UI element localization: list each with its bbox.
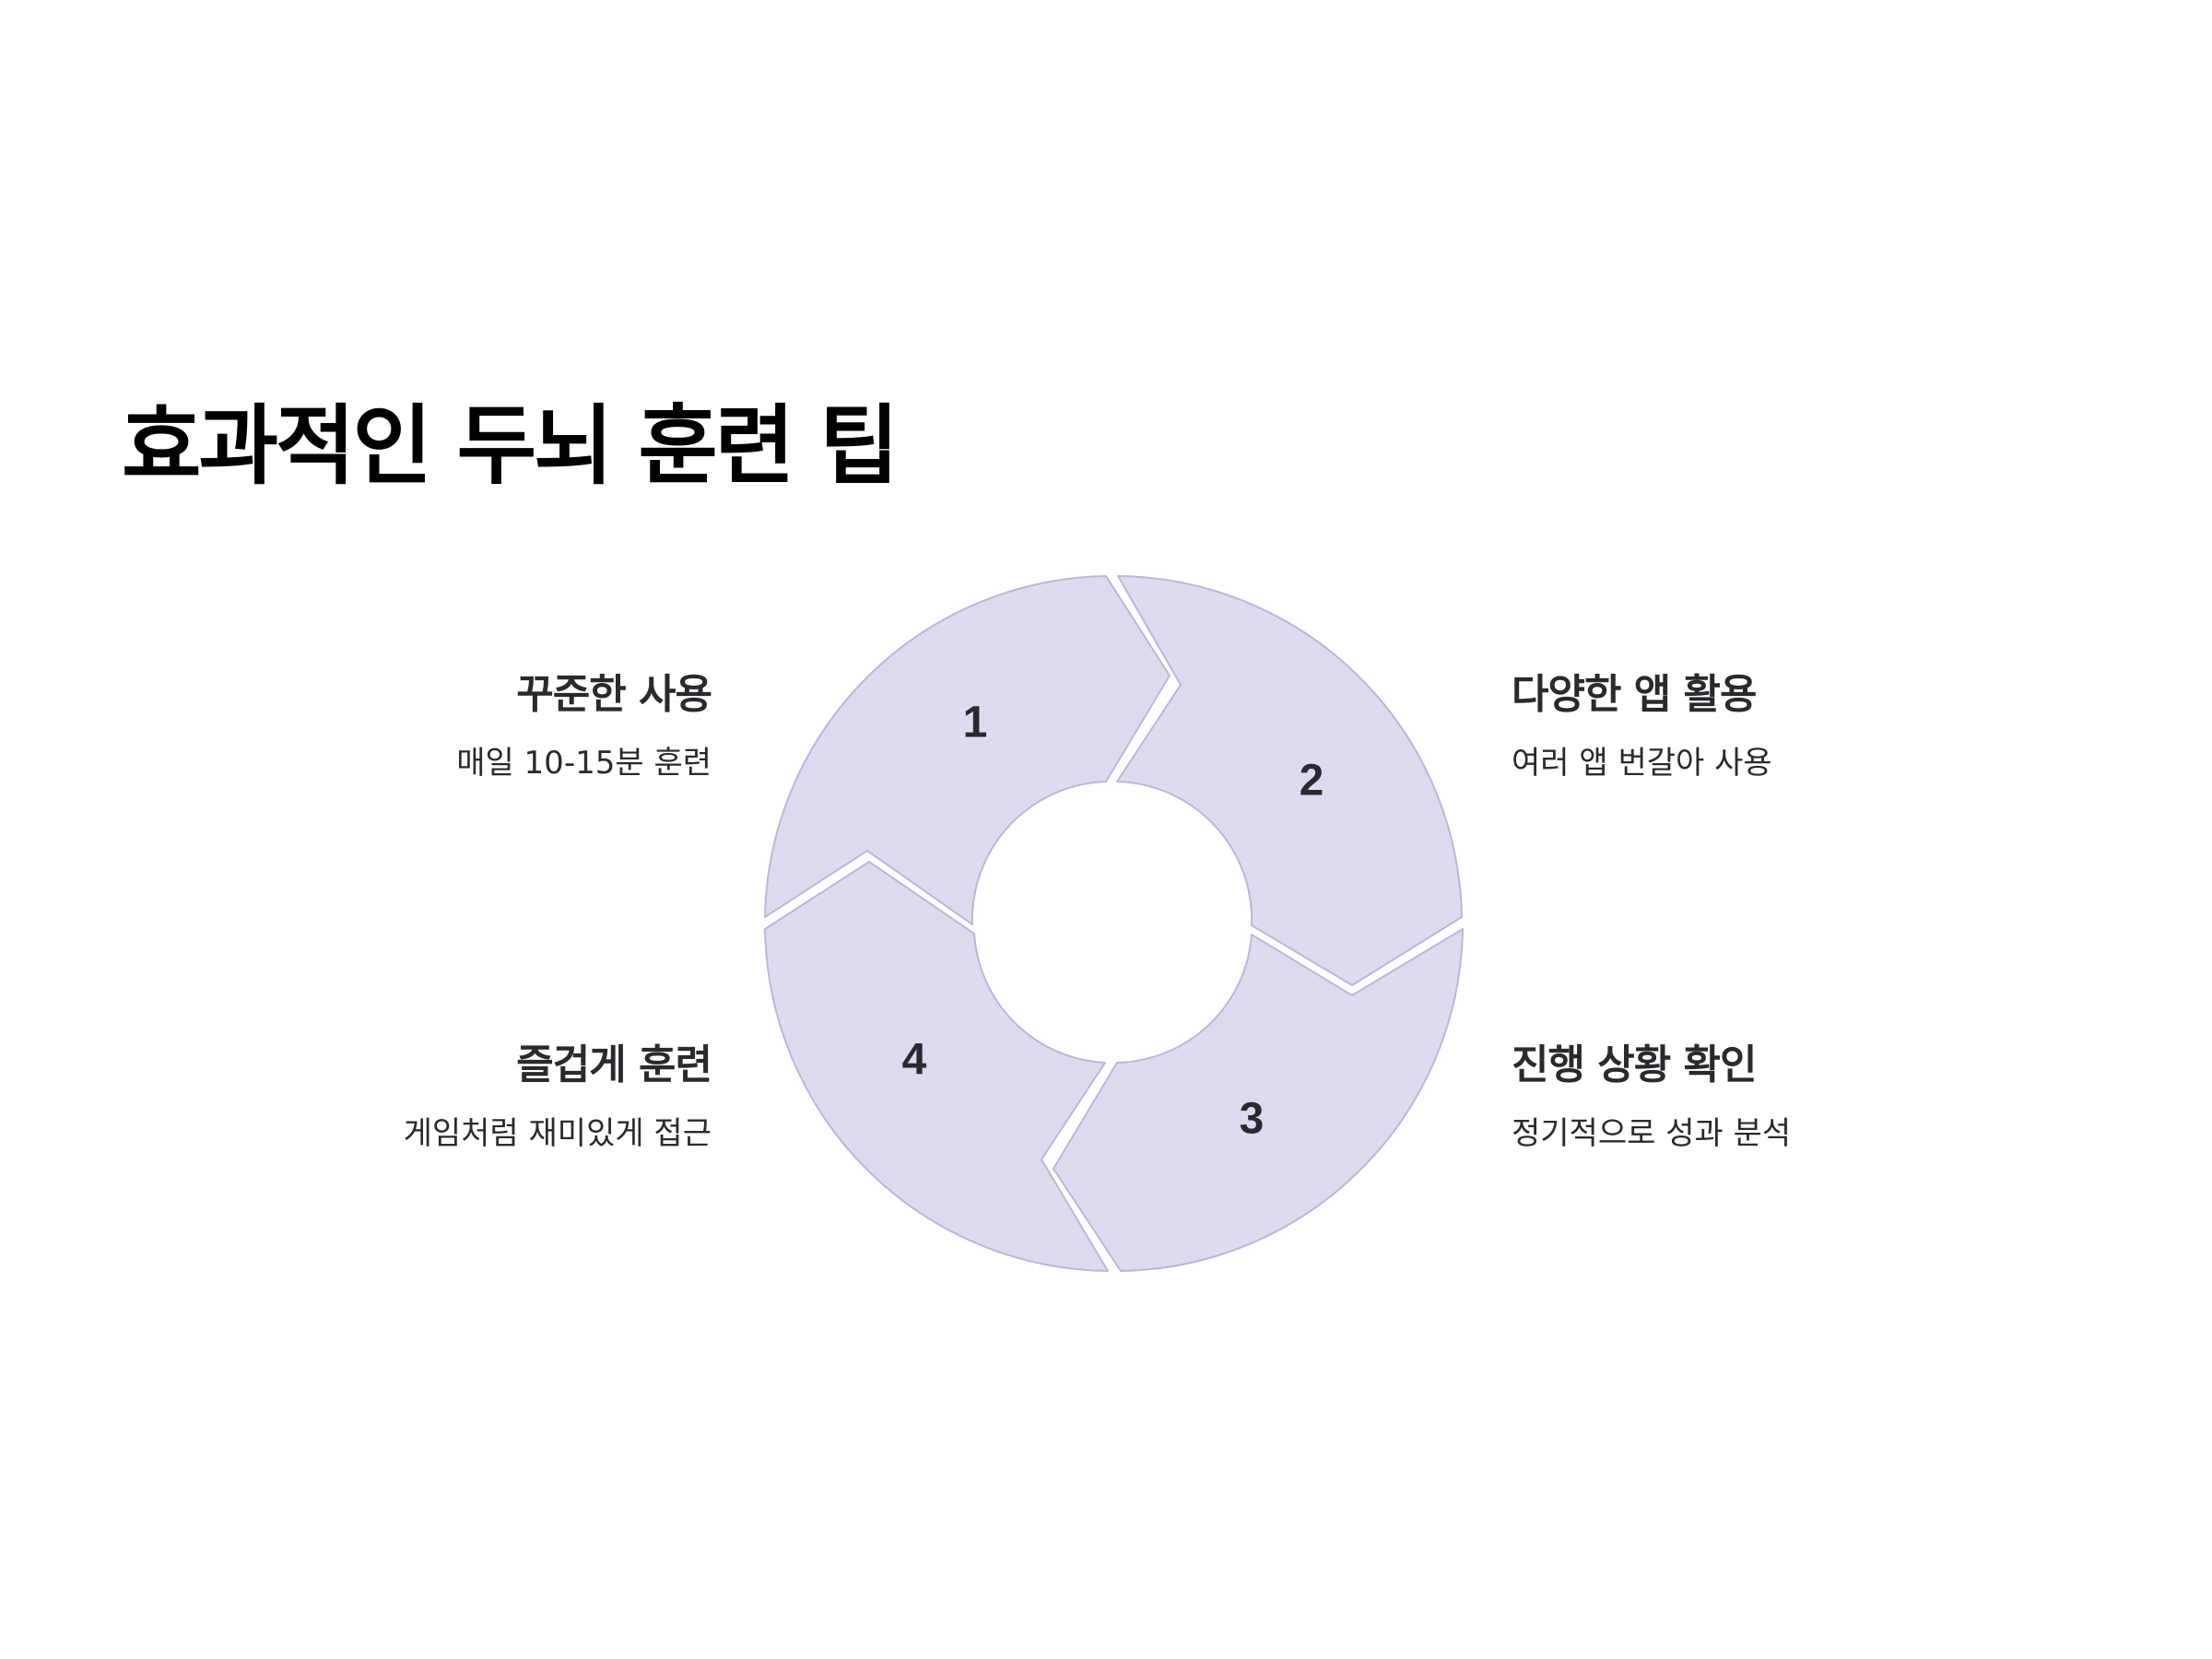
page-title: 효과적인 두뇌 훈련 팁 bbox=[122, 396, 899, 497]
step-4: 즐겁게 훈련 게임처럼 재미있게 접근 bbox=[324, 1040, 712, 1154]
cycle-segment-2 bbox=[1116, 575, 1463, 986]
cycle-segment-1 bbox=[764, 575, 1171, 925]
cycle-segment-3 bbox=[1053, 928, 1464, 1272]
step-2: 다양한 앱 활용 여러 앱 번갈아 사용 bbox=[1512, 669, 1899, 783]
step-title: 진행 상황 확인 bbox=[1512, 1041, 1758, 1088]
cycle-segment-number-1: 1 bbox=[963, 699, 988, 747]
step-1: 꾸준한 사용 매일 10-15분 훈련 bbox=[324, 669, 712, 783]
step-title: 즐겁게 훈련 bbox=[516, 1041, 712, 1088]
step-description: 정기적으로 성과 분석 bbox=[1512, 1115, 1792, 1152]
step-description: 게임처럼 재미있게 접근 bbox=[403, 1115, 712, 1152]
cycle-segment-number-3: 3 bbox=[1240, 1095, 1265, 1144]
cycle-segment-number-2: 2 bbox=[1300, 757, 1324, 806]
cycle-segment-4 bbox=[764, 861, 1109, 1272]
step-description: 매일 10-15분 훈련 bbox=[456, 745, 712, 782]
step-3: 진행 상황 확인 정기적으로 성과 분석 bbox=[1512, 1040, 1899, 1154]
step-title: 다양한 앱 활용 bbox=[1512, 671, 1758, 718]
step-title: 꾸준한 사용 bbox=[516, 671, 712, 718]
step-description: 여러 앱 번갈아 사용 bbox=[1512, 745, 1772, 782]
cycle-segment-number-4: 4 bbox=[902, 1036, 927, 1085]
